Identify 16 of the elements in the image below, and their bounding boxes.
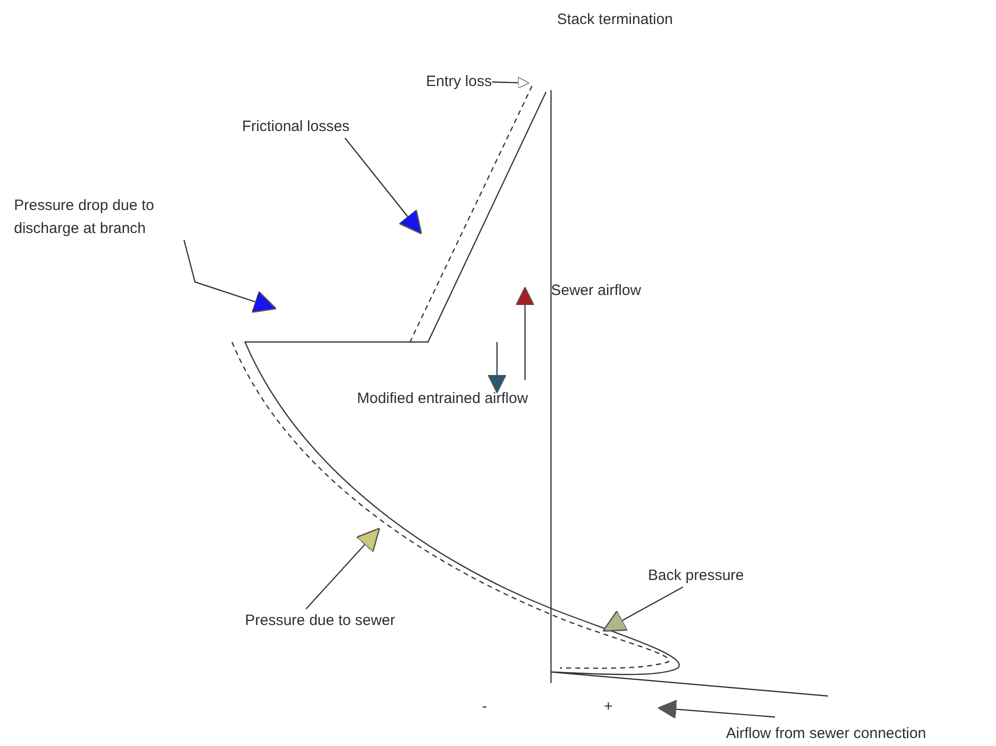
airflow-label: Modified entrained airflow [357, 389, 528, 409]
leader-arrow [492, 76, 530, 89]
annotation-text: Pressure due to sewer [245, 609, 396, 632]
airflow-label: Airflow from sewer connection [726, 724, 926, 744]
annotation-text: Pressure drop due to discharge at branch [14, 194, 184, 240]
axis-sign: - [482, 697, 487, 717]
leader-arrow [344, 138, 422, 234]
leader-arrow [183, 240, 277, 313]
title-text: Stack termination [557, 10, 673, 30]
annotation-text: Back pressure [648, 564, 744, 587]
airflow-label: Sewer airflow [551, 281, 642, 301]
annotation-text: Entry loss [426, 70, 492, 93]
annotation-text: Frictional losses [242, 115, 350, 138]
leader-arrow [306, 528, 380, 610]
leader-arrow [602, 586, 684, 632]
axis-sign: + [604, 697, 613, 717]
